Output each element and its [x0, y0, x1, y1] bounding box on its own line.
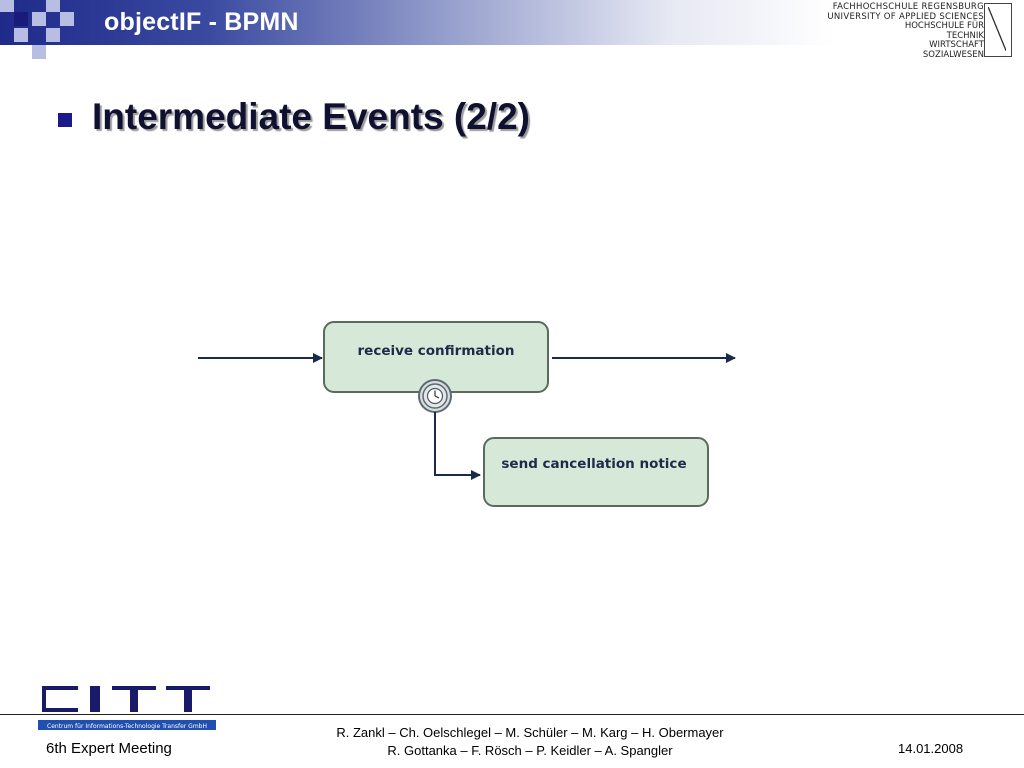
citt-logo-text: Centrum für Informations-Technologie Tra… — [47, 723, 207, 730]
slide-title: Intermediate Events (2/2) — [92, 96, 530, 137]
header-band — [0, 0, 835, 45]
footer-authors: R. Zankl – Ch. Oelschlegel – M. Schüler … — [270, 724, 790, 760]
task-send-cancellation-notice[interactable]: send cancellation notice — [483, 437, 709, 507]
footer-date: 14.01.2008 — [898, 741, 964, 756]
footer-authors-line-1: R. Zankl – Ch. Oelschlegel – M. Schüler … — [336, 725, 724, 740]
timer-icon[interactable] — [418, 379, 452, 413]
bpmn-diagram: receive confirmation send cancellation n… — [198, 321, 736, 507]
footer-event: 6th Expert Meeting — [46, 740, 172, 757]
exception-sequence-flow — [434, 412, 481, 480]
footer-divider — [0, 714, 1024, 715]
task-send-cancellation-notice-label: send cancellation notice — [501, 456, 686, 472]
footer-authors-line-2: R. Gottanka – F. Rösch – P. Keidler – A.… — [387, 743, 673, 758]
citt-logo: Centrum für Informations-Technologie Tra… — [38, 686, 216, 730]
title-bullet — [58, 113, 72, 127]
header-title: objectIF - BPMN — [104, 8, 299, 36]
task-receive-confirmation-label: receive confirmation — [358, 343, 515, 359]
university-logo-text: FACHHOCHSCHULE REGENSBURG UNIVERSITY OF … — [827, 2, 984, 60]
university-logo-mark — [984, 3, 1012, 57]
